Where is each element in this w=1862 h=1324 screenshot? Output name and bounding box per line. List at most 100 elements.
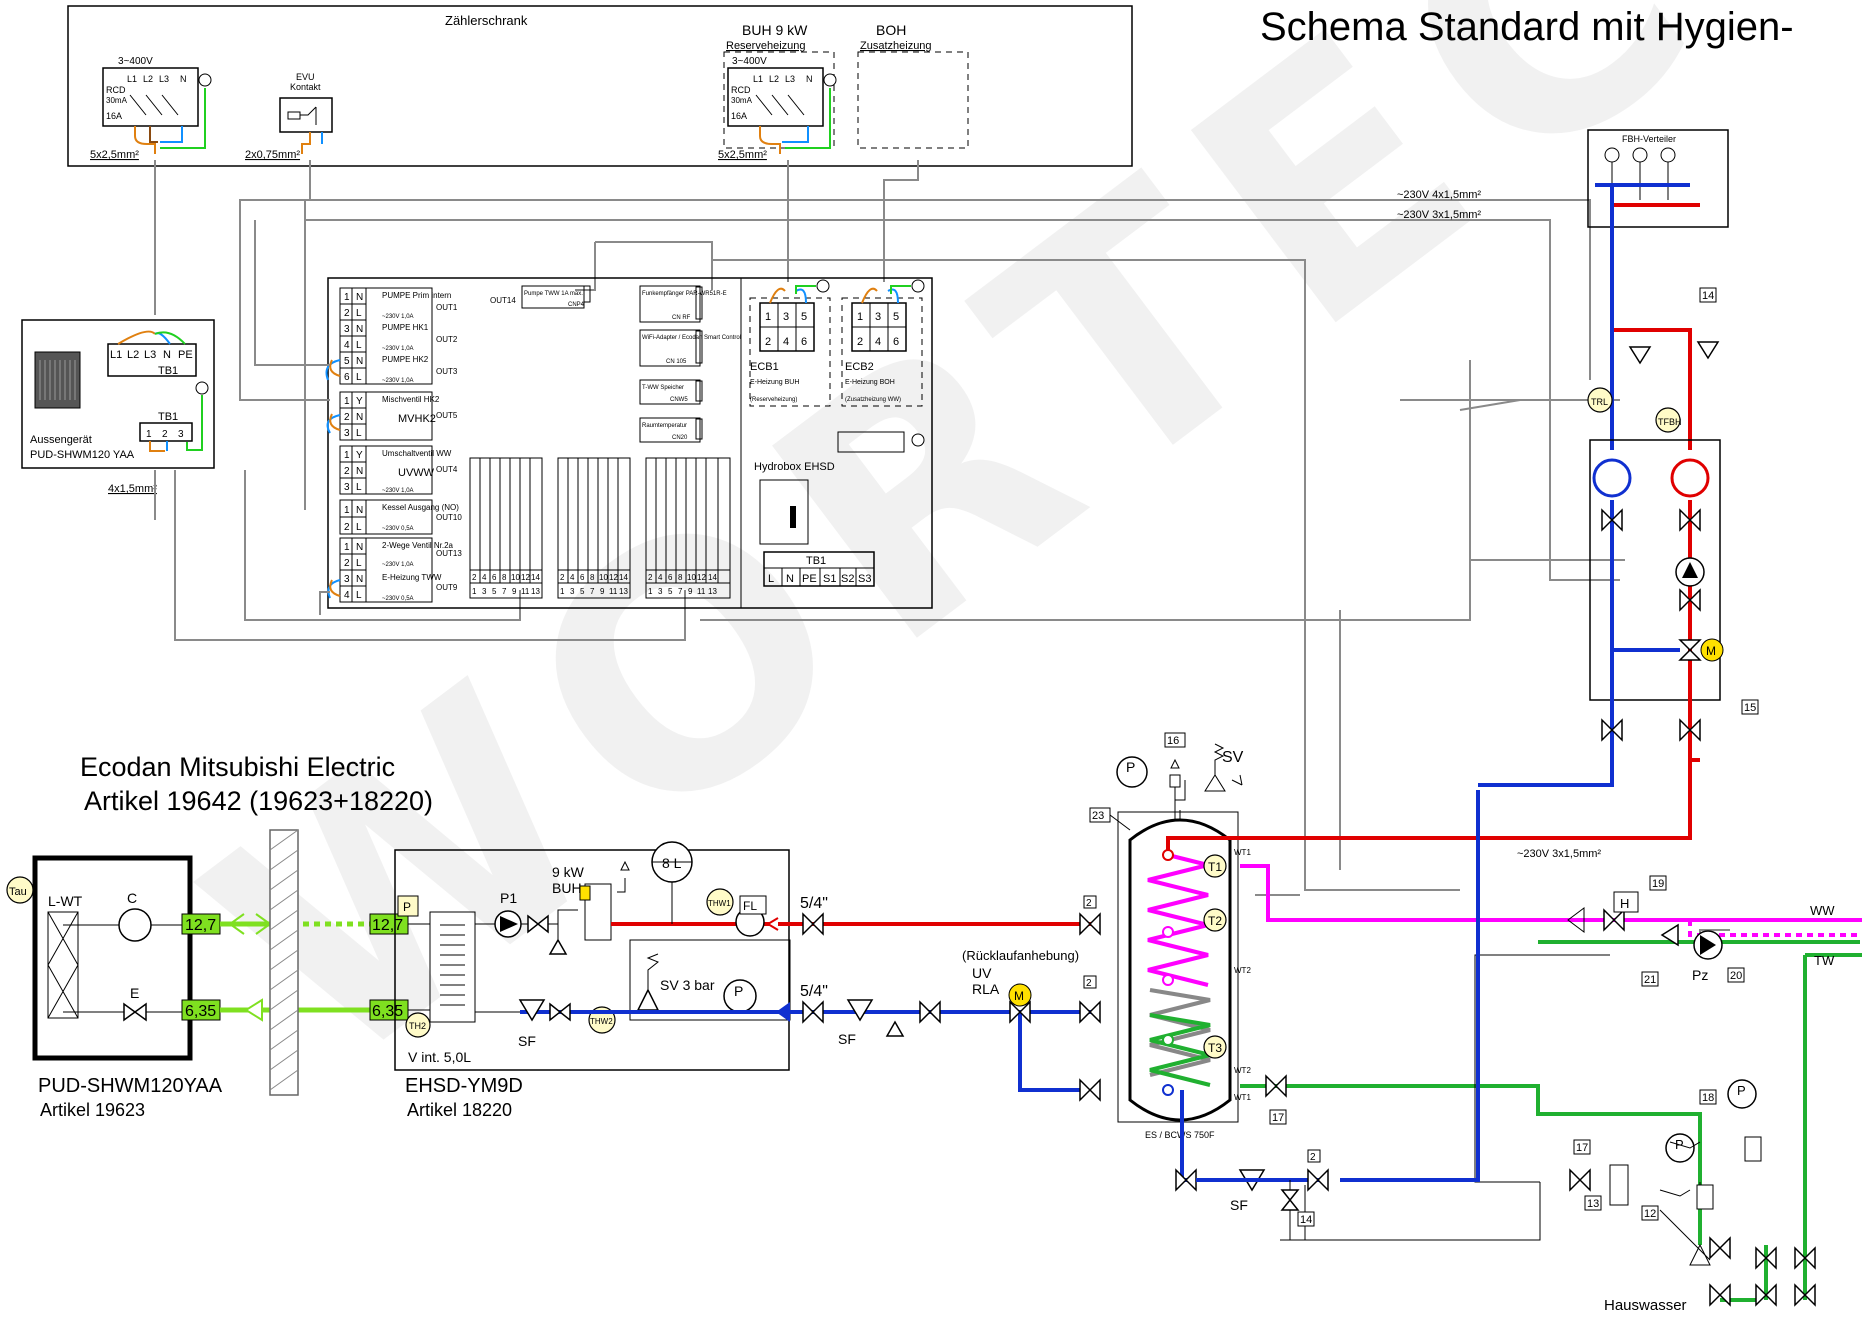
- fan-icon: [34, 351, 81, 409]
- svg-text:UV: UV: [972, 965, 992, 981]
- svg-text:L: L: [356, 558, 362, 569]
- svg-text:12: 12: [1644, 1208, 1656, 1220]
- svg-text:P: P: [403, 900, 411, 914]
- compressor-icon: [118, 908, 152, 942]
- svg-text:SF: SF: [838, 1031, 856, 1047]
- svg-text:7: 7: [502, 587, 507, 596]
- svg-text:N: N: [786, 573, 794, 585]
- storage-tank: T1 T2 T3 WT1 WT2 WT2 WT1 ES / BCWS 750F …: [1089, 732, 1700, 1140]
- tb1-mains: [763, 551, 875, 587]
- svg-text:SF: SF: [518, 1033, 536, 1049]
- svg-text:Y: Y: [356, 450, 363, 461]
- svg-text:PUD-SHWM120YAA: PUD-SHWM120YAA: [38, 1075, 223, 1097]
- svg-text:3~400V: 3~400V: [118, 56, 153, 67]
- svg-text:L-WT: L-WT: [48, 893, 83, 909]
- svg-text:30mA: 30mA: [106, 96, 128, 105]
- refrigerant-lines: 12,7 6,35: [220, 829, 409, 1096]
- hydrobox-schema: P TH2 P1 9 kW BUH 8 L THW1 FL SV 3 bar P: [394, 841, 791, 1120]
- svg-text:2: 2: [1086, 978, 1092, 989]
- evu-contact: [279, 97, 333, 133]
- svg-text:Pz: Pz: [1692, 967, 1708, 983]
- svg-text:4x1,5mm²: 4x1,5mm²: [108, 483, 157, 495]
- diagram-title: Schema Standard mit Hygien-: [1260, 5, 1794, 49]
- svg-text:L2: L2: [127, 349, 139, 361]
- svg-text:L: L: [356, 308, 362, 319]
- svg-text:OUT5: OUT5: [436, 411, 458, 420]
- cable-label-1: ~230V 4x1,5mm²: [1397, 189, 1481, 201]
- svg-text:1: 1: [765, 311, 771, 323]
- svg-text:~230V 0,5A: ~230V 0,5A: [382, 596, 414, 602]
- svg-text:TB1: TB1: [158, 411, 178, 423]
- svg-text:20: 20: [1730, 970, 1742, 982]
- svg-text:Hydrobox EHSD: Hydrobox EHSD: [754, 461, 835, 473]
- svg-text:3: 3: [875, 311, 881, 323]
- svg-text:1: 1: [344, 542, 350, 553]
- svg-text:2: 2: [344, 308, 350, 319]
- svg-text:CN20: CN20: [672, 435, 688, 441]
- svg-text:L1: L1: [127, 74, 137, 84]
- svg-text:EHSD-YM9D: EHSD-YM9D: [405, 1075, 523, 1097]
- svg-text:WiFi-Adapter / Ecodan Smart Co: WiFi-Adapter / Ecodan Smart Control: [642, 335, 741, 341]
- svg-text:PE: PE: [178, 349, 193, 361]
- svg-text:H: H: [1620, 896, 1629, 911]
- svg-text:OUT14: OUT14: [490, 296, 516, 305]
- svg-text:PUD-SHWM120 YAA: PUD-SHWM120 YAA: [30, 449, 135, 461]
- svg-text:2: 2: [857, 336, 863, 348]
- svg-text:14: 14: [619, 573, 628, 582]
- svg-text:(Rücklaufanhebung): (Rücklaufanhebung): [962, 948, 1079, 963]
- svg-text:Artikel 18220: Artikel 18220: [407, 1100, 512, 1120]
- svg-text:T2: T2: [1208, 914, 1222, 928]
- svg-text:9: 9: [688, 587, 693, 596]
- fbh-group: FBH-Verteiler 14 TRL TFBH M 15: [1478, 129, 1759, 820]
- outdoor-unit-schema: Tau L-WT C E 12,7 6,35 PUD-SHWM120YAA Ar…: [6, 855, 223, 1120]
- svg-text:T1: T1: [1208, 860, 1222, 874]
- svg-text:6: 6: [893, 336, 899, 348]
- svg-text:2: 2: [344, 466, 350, 477]
- svg-text:P: P: [1737, 1083, 1746, 1098]
- buh-heater: [584, 883, 612, 941]
- svg-text:12,7: 12,7: [185, 917, 216, 934]
- svg-text:5: 5: [893, 311, 899, 323]
- svg-text:V int. 5,0L: V int. 5,0L: [408, 1049, 471, 1065]
- svg-text:~230V 1,0A: ~230V 1,0A: [382, 346, 414, 352]
- svg-text:12: 12: [697, 573, 706, 582]
- svg-text:3: 3: [783, 311, 789, 323]
- svg-text:Kontakt: Kontakt: [290, 82, 321, 92]
- svg-text:5: 5: [801, 311, 807, 323]
- svg-text:13: 13: [1587, 1198, 1599, 1210]
- svg-text:N: N: [356, 292, 363, 303]
- svg-text:WT1: WT1: [1234, 848, 1251, 857]
- svg-text:1: 1: [344, 505, 350, 516]
- svg-text:12: 12: [609, 573, 618, 582]
- svg-text:~230V 1,0A: ~230V 1,0A: [382, 562, 414, 568]
- svg-text:3: 3: [658, 587, 663, 596]
- svg-text:L2: L2: [143, 74, 153, 84]
- svg-text:S1: S1: [823, 573, 836, 585]
- svg-text:16: 16: [1167, 735, 1179, 747]
- svg-text:TFBH: TFBH: [1658, 417, 1682, 427]
- svg-text:PE: PE: [802, 573, 817, 585]
- svg-text:2-Wege Ventil Nr.2a: 2-Wege Ventil Nr.2a: [382, 541, 454, 550]
- svg-text:L: L: [768, 573, 774, 585]
- svg-text:T3: T3: [1208, 1041, 1222, 1055]
- svg-text:5: 5: [580, 587, 585, 596]
- svg-text:WW: WW: [1810, 903, 1835, 918]
- controller-modules: Funkempfänger PAR-WR51R-E CN RF WiFi-Ada…: [639, 285, 741, 443]
- svg-text:2: 2: [560, 573, 565, 582]
- secondary-pipes: 17 17 13 12 P P 18 Hauswasser SF 2: [1175, 790, 1862, 1314]
- svg-text:ECB1: ECB1: [750, 361, 779, 373]
- svg-text:~230V 1,0A: ~230V 1,0A: [382, 378, 414, 384]
- svg-text:T-WW Speicher: T-WW Speicher: [642, 385, 684, 391]
- svg-text:FL: FL: [743, 899, 757, 913]
- svg-text:1: 1: [648, 587, 653, 596]
- cable-runs: [154, 160, 1730, 955]
- svg-text:P: P: [1126, 759, 1135, 775]
- svg-text:4: 4: [570, 573, 575, 582]
- svg-text:2: 2: [1086, 898, 1092, 909]
- svg-text:TW: TW: [1814, 953, 1835, 968]
- svg-text:10: 10: [687, 573, 696, 582]
- svg-text:N: N: [356, 466, 363, 477]
- svg-text:L3: L3: [159, 74, 169, 84]
- svg-text:N: N: [180, 74, 187, 84]
